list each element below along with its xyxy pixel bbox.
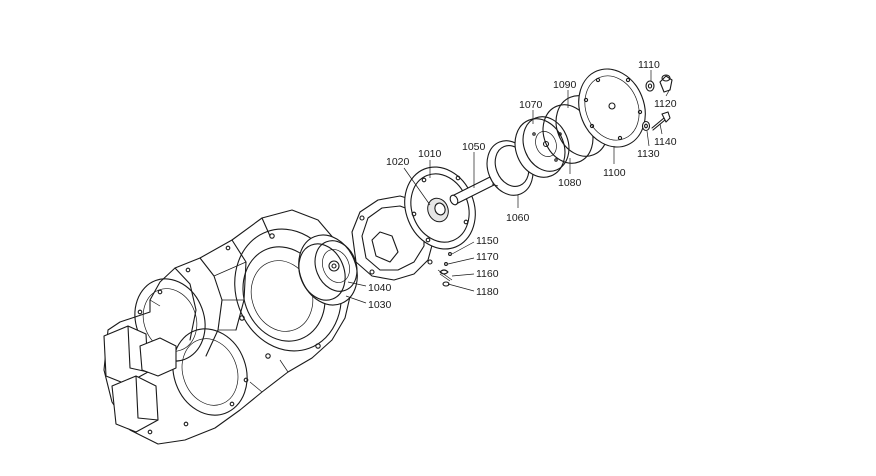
parts-1110-1140-fasteners (641, 74, 673, 132)
part-1030-1040-cover (298, 234, 358, 306)
callout-1100: 1100 (603, 167, 626, 179)
part-1070-cup (514, 116, 570, 178)
callout-1120: 1120 (654, 98, 677, 110)
parts-1150-1180-small (437, 252, 453, 287)
callout-1080: 1080 (558, 177, 582, 189)
callout-1010: 1010 (418, 148, 442, 160)
callout-1180: 1180 (476, 286, 499, 298)
leader-lines (345, 70, 671, 304)
part-1010-1020-housing (351, 166, 476, 281)
callout-1150: 1150 (476, 235, 499, 247)
callout-1090: 1090 (553, 79, 577, 91)
callout-1050: 1050 (462, 141, 486, 153)
callout-1140: 1140 (654, 136, 677, 148)
callout-labels: 1010 1020 1030 1040 1050 1060 1070 1080 … (368, 59, 677, 311)
callout-1060: 1060 (506, 212, 530, 224)
callout-1020: 1020 (386, 156, 410, 168)
callout-1040: 1040 (368, 282, 392, 294)
callout-1130: 1130 (637, 148, 660, 160)
callout-1160: 1160 (476, 268, 499, 280)
part-1100-cover-plate (578, 68, 646, 148)
callout-1030: 1030 (368, 299, 392, 311)
callout-1070: 1070 (519, 99, 543, 111)
callout-1170: 1170 (476, 251, 499, 263)
callout-1110: 1110 (638, 59, 660, 71)
